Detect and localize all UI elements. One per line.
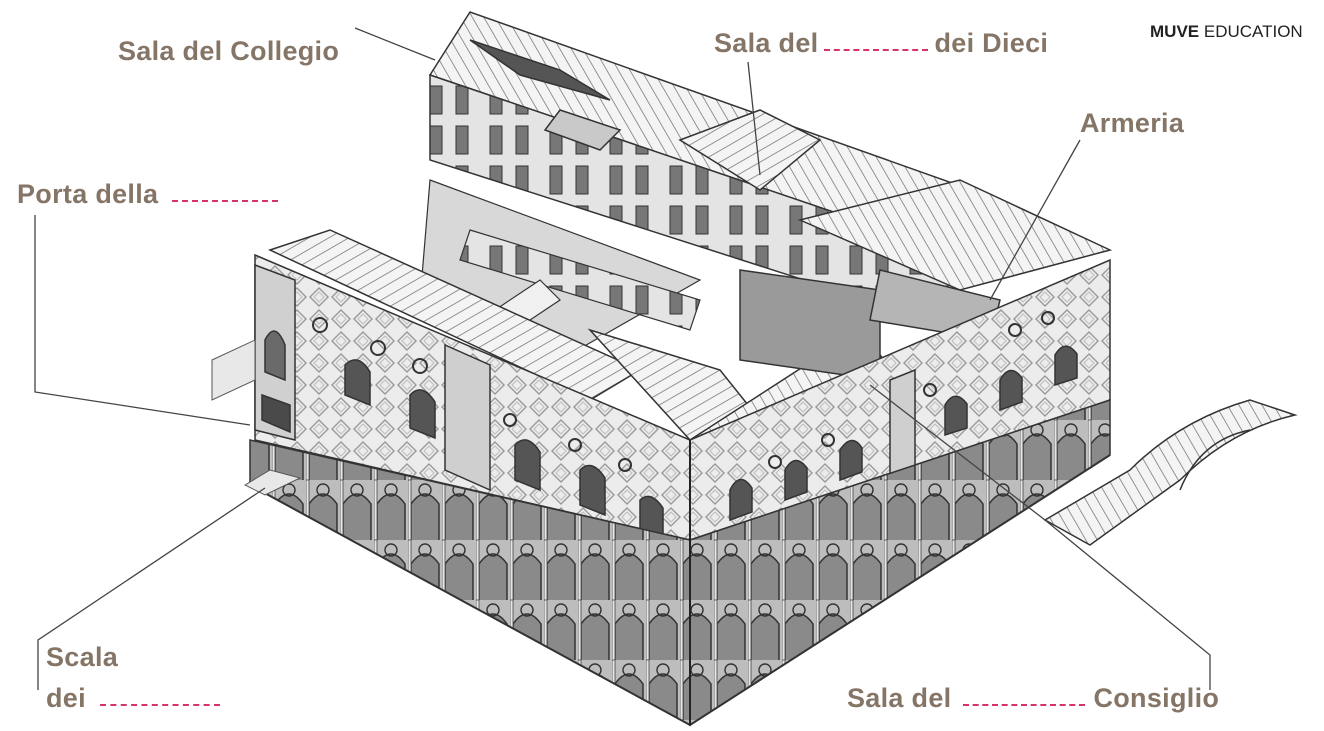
brand-regular: EDUCATION [1203, 22, 1303, 41]
ground-plates [211, 339, 302, 496]
bridge [1043, 399, 1298, 546]
label-text: Consiglio [1093, 683, 1220, 713]
label-sala-consiglio: Sala del Consiglio [847, 685, 1219, 712]
label-text: Armeria [1080, 108, 1185, 138]
label-text: Porta della [17, 179, 159, 209]
label-text: Sala del [847, 683, 952, 713]
label-text: Sala del [714, 28, 819, 58]
fill-blank[interactable] [824, 49, 929, 51]
fill-blank[interactable] [99, 704, 220, 706]
label-scala-dei: dei [46, 685, 226, 712]
label-sala-collegio: Sala del Collegio [118, 38, 339, 65]
leader-sala-consiglio [869, 384, 1211, 690]
left-facade [254, 253, 691, 547]
leader-scala-dei [37, 487, 266, 690]
brand-bold: MUVE [1150, 22, 1200, 41]
leader-lines [34, 27, 1211, 690]
leader-armeria [989, 139, 1081, 301]
label-sala-dieci: Sala del dei Dieci [714, 30, 1048, 57]
arcade-base [249, 398, 1111, 727]
label-porta-della: Porta della [17, 181, 284, 208]
label-text: dei Dieci [934, 28, 1049, 58]
roof-left-wing [267, 229, 762, 441]
upper-wing [428, 11, 1002, 332]
brand-logo: MUVE EDUCATION [1150, 22, 1303, 42]
leader-porta-della [34, 215, 251, 426]
label-text: dei [46, 683, 86, 713]
fill-blank[interactable] [172, 200, 279, 202]
label-scala-dei-line1: Scala [46, 644, 118, 671]
leader-sala-collegio [354, 27, 436, 61]
fill-blank[interactable] [963, 704, 1086, 706]
leader-sala-dieci [747, 61, 761, 176]
label-text: Sala del Collegio [118, 36, 340, 66]
label-text: Scala [46, 642, 119, 672]
label-armeria: Armeria [1080, 110, 1184, 137]
